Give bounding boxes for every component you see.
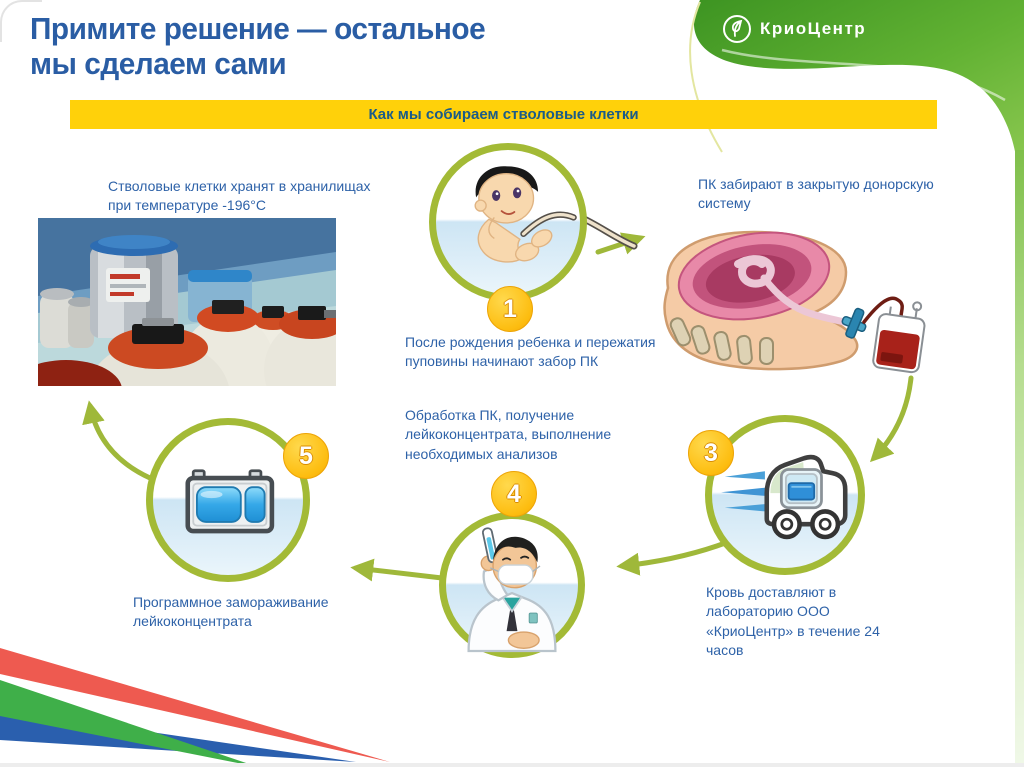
step-1-circle [429,143,587,301]
bottom-edge [0,763,1024,767]
step-3-badge: 3 [688,430,734,476]
step-1-label: После рождения ребенка и пережатия пупов… [405,334,656,370]
page-title-line2: мы сделаем сами [30,45,287,81]
slide-corner-decoration [0,0,42,42]
leaf-icon [723,15,751,43]
step-3-circle [705,415,865,575]
step-2-label: ПК забирают в закрытую донорскую систему [698,176,934,212]
flag-stripes-decoration [0,648,390,767]
brand-swoosh [689,0,1024,166]
step-4-label: Обработка ПК, получение лейкоконцентрата… [405,407,612,462]
step-5-label: Программное замораживание лейкоконцентра… [133,594,329,630]
page-title-line1: Примите решение — остальное [30,11,486,46]
brand-logo: КриоЦентр [722,14,866,44]
step-5-badge: 5 [283,433,329,479]
baby-illustration [474,166,577,263]
step-5-circle [146,418,310,582]
section-banner: Как мы собираем стволовые клетки [70,100,937,129]
step-4-circle [439,512,585,658]
step-4-badge: 4 [491,471,537,517]
delivery-truck-illustration [721,454,848,540]
lab-doctor-illustration [467,527,557,653]
cryo-container-icon [185,469,275,534]
right-edge-accent [1015,150,1024,767]
page-title: Примите решение — остальное мы сделаем с… [30,11,486,81]
womb-blood-bag-illustration [663,230,926,374]
brand-logo-text: КриоЦентр [760,19,867,38]
cryo-storage-photo [38,218,336,386]
storage-note: Стволовые клетки хранят в хранилищах при… [108,178,371,214]
step-1-badge: 1 [487,286,533,332]
step-3-label: Кровь доставляют в лабораторию ООО «Крио… [706,584,880,658]
